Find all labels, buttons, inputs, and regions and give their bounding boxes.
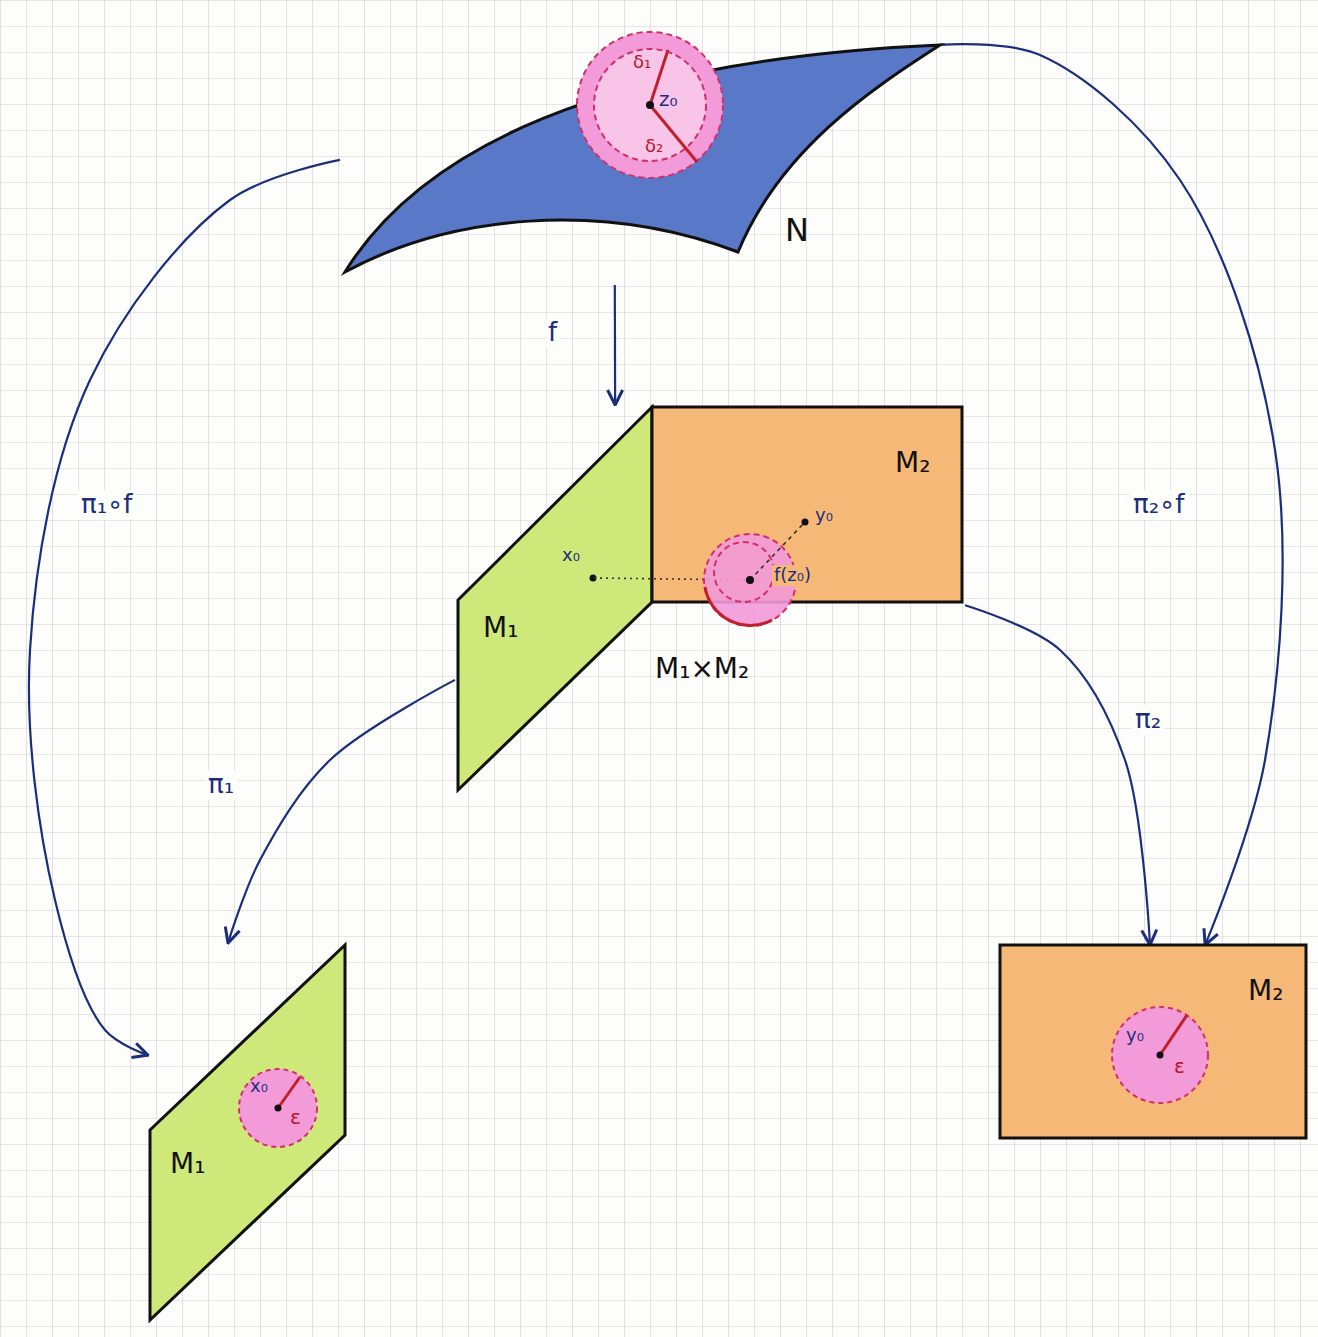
point-label: y₀ [1126,1025,1144,1046]
map-label: π₂ [1132,705,1164,735]
point-label: δ₁ [633,52,651,73]
space-label: M₂ [1248,975,1283,1007]
plane-m1 [458,407,652,790]
point-x0 [275,1105,282,1112]
map-label: π₁∘f [78,490,136,520]
point-label: z₀ [659,88,678,111]
point-z0 [646,101,654,109]
ball-arc [705,587,772,625]
space-m1: M₁ x₀ ε [148,943,348,1323]
map-label: π₂∘f [1130,490,1188,520]
point-y0 [802,519,809,526]
radius-epsilon [278,1077,300,1108]
map-label: f [545,318,560,348]
map-arrow [228,680,455,943]
plane-m2 [1000,945,1306,1138]
product-space: M₁×M₂ M₁ x₀ M₂ y₀ f(z₀) [455,405,965,790]
space-label: M₂ [895,447,930,479]
epsilon-disk: y₀ ε [1110,1005,1210,1105]
epsilon-ball [239,1069,317,1147]
factor-m1: M₁ x₀ [458,407,654,792]
factor-m2: M₂ y₀ f(z₀) [652,407,964,603]
point-label: ε [290,1106,301,1129]
plane-m1 [150,945,345,1320]
point-y0 [1157,1052,1164,1059]
epsilon-disk: x₀ ε [238,1068,318,1148]
space-label: M₁×M₂ [655,653,749,685]
factor-m1-shape [458,407,654,792]
map-label: π₁ [205,770,237,800]
point-label: f(z₀) [772,565,813,586]
surface-n [345,45,940,272]
map-arrow [940,44,1283,945]
point-label: ε [1174,1055,1185,1078]
space-label: M₁ [170,1148,205,1180]
space-label: M₁ [483,612,518,644]
radius-epsilon [1160,1015,1187,1055]
map-arrow [614,285,617,405]
delta1-ball [594,49,706,161]
map-arrow [965,605,1150,945]
delta2-ball [577,32,723,178]
point-label: δ₂ [645,136,663,157]
inner-ball [714,542,774,602]
neighbourhood-disk: δ₁ z₀ δ₂ [575,30,725,180]
space-m1-shape [148,943,348,1323]
point-label: y₀ [815,505,833,526]
map-arrow [29,160,340,1055]
epsilon-disk-shape [1110,1005,1210,1105]
plane-m2 [652,407,962,602]
space-label: N [785,212,809,249]
point-label: x₀ [562,545,580,566]
epsilon-ball [1112,1007,1208,1103]
space-m2: M₂ y₀ ε [1000,945,1308,1140]
manifold-n: Nδ₁ z₀ δ₂ [340,20,940,285]
point-fz0 [746,576,754,584]
point-label: x₀ [250,1076,268,1097]
